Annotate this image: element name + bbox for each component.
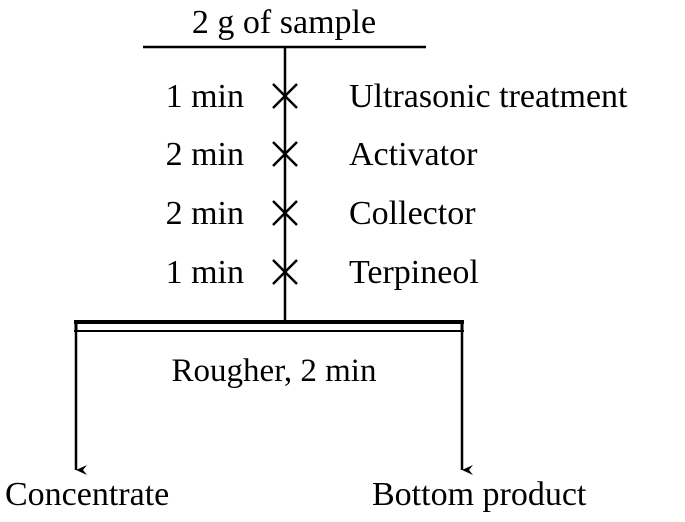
conditioning-step: 2 min Collector bbox=[166, 195, 477, 232]
feed-label: 2 g of sample bbox=[192, 4, 376, 41]
conditioning-step: 1 min Ultrasonic treatment bbox=[166, 78, 628, 115]
rougher-cell bbox=[74, 320, 464, 332]
step-reagent: Activator bbox=[349, 136, 478, 173]
reagent-addition-cross-icon bbox=[272, 83, 298, 109]
concentrate-label: Concentrate bbox=[5, 476, 169, 513]
step-time: 2 min bbox=[166, 136, 244, 173]
step-reagent: Terpineol bbox=[349, 254, 479, 291]
step-reagent: Ultrasonic treatment bbox=[349, 78, 628, 115]
step-reagent: Collector bbox=[349, 195, 476, 232]
bottom-product-label: Bottom product bbox=[372, 476, 587, 513]
reagent-addition-cross-icon bbox=[272, 200, 298, 226]
step-time: 1 min bbox=[166, 254, 244, 291]
reagent-addition-cross-icon bbox=[272, 141, 298, 167]
step-time: 2 min bbox=[166, 195, 244, 232]
reagent-addition-cross-icon bbox=[272, 259, 298, 285]
conditioning-step: 2 min Activator bbox=[166, 136, 478, 173]
step-time: 1 min bbox=[166, 78, 244, 115]
rougher-label: Rougher, 2 min bbox=[172, 353, 377, 389]
conditioning-step: 1 min Terpineol bbox=[166, 254, 479, 291]
